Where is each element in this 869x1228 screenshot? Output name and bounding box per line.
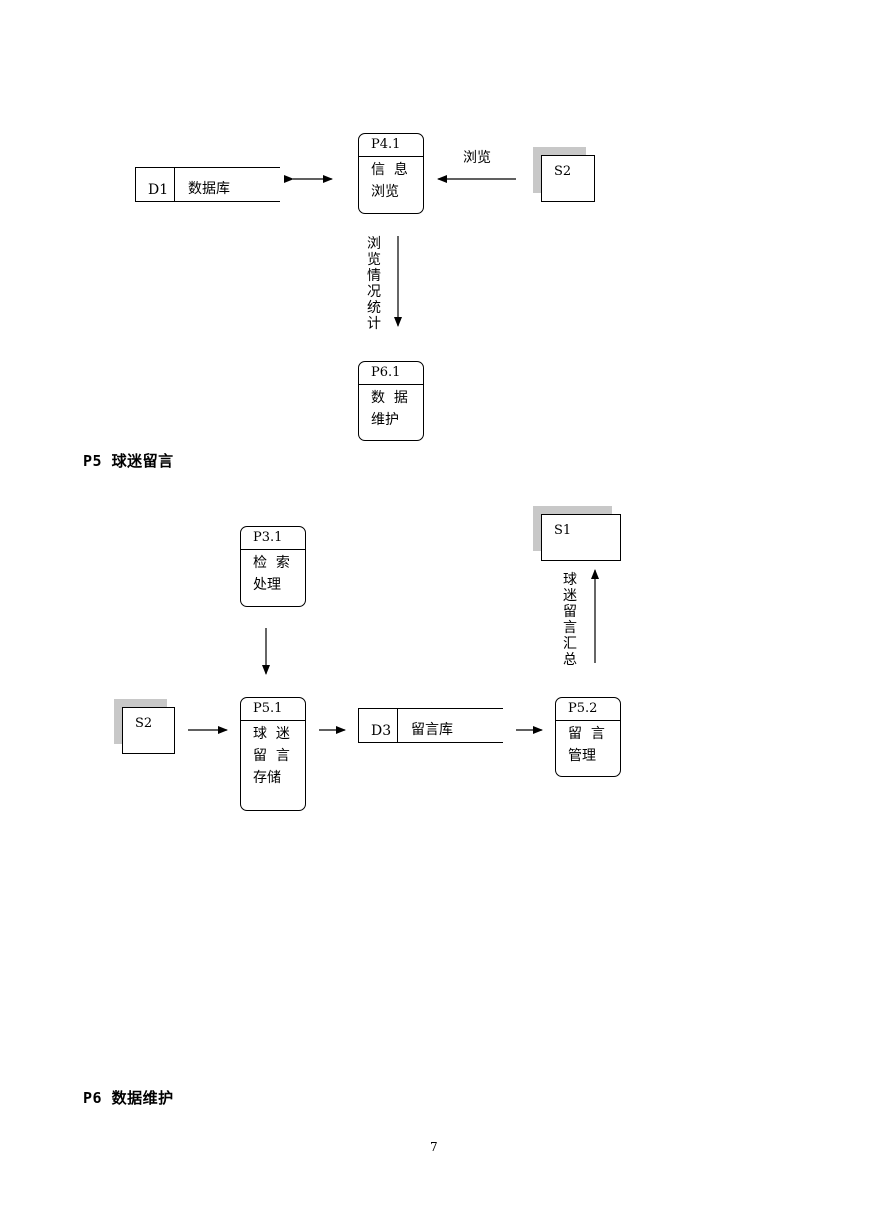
process-id: P5.2 <box>556 698 620 721</box>
store-top-line <box>358 708 503 709</box>
process-id: P6.1 <box>359 362 423 385</box>
store-bottom-line <box>135 201 280 202</box>
store-left-line <box>135 167 136 202</box>
process-name-line-2: 浏览 <box>371 184 399 200</box>
store-left-line <box>358 708 359 743</box>
process-name-line-2: 管理 <box>568 748 596 764</box>
entity-id: S1 <box>554 523 572 538</box>
process-name-line-1: 信 息 <box>371 162 408 178</box>
process-p6-1: P6.1 数 据 维护 <box>358 361 424 441</box>
section-heading-p5: P5 球迷留言 <box>83 452 174 470</box>
section-heading-p6: P6 数据维护 <box>83 1089 174 1107</box>
process-id: P3.1 <box>241 527 305 550</box>
process-name-line-1: 检 索 <box>253 555 290 571</box>
store-divider-line <box>397 708 398 743</box>
process-p5-2: P5.2 留 言 管理 <box>555 697 621 777</box>
flow-label-browse: 浏览 <box>463 150 491 166</box>
process-name-line-2: 留 言 <box>253 748 290 764</box>
process-p5-1: P5.1 球 迷 留 言 存储 <box>240 697 306 811</box>
flow-label-fan-message-summary: 球迷留言汇总 <box>563 572 577 668</box>
process-id: P5.1 <box>241 698 305 721</box>
process-name-line-2: 维护 <box>371 412 399 428</box>
process-name-line-1: 留 言 <box>568 726 605 742</box>
store-id: D1 <box>148 182 169 198</box>
store-bottom-line <box>358 742 503 743</box>
entity-id: S2 <box>554 164 572 179</box>
store-top-line <box>135 167 280 168</box>
external-entity-s2: S2 <box>541 155 595 202</box>
process-name-line-2: 处理 <box>253 577 281 593</box>
process-p3-1: P3.1 检 索 处理 <box>240 526 306 607</box>
store-divider-line <box>174 167 175 202</box>
store-name: 数据库 <box>188 181 230 197</box>
process-name-line-1: 球 迷 <box>253 726 290 742</box>
flow-label-browse-stats: 浏览情况统计 <box>367 236 381 332</box>
process-p4-1: P4.1 信 息 浏览 <box>358 133 424 214</box>
process-name-line-3: 存储 <box>253 770 281 786</box>
external-entity-s2: S2 <box>122 707 175 754</box>
process-name-line-1: 数 据 <box>371 390 408 406</box>
entity-id: S2 <box>135 716 153 731</box>
store-name: 留言库 <box>411 722 453 738</box>
process-id: P4.1 <box>359 134 423 157</box>
store-id: D3 <box>371 723 392 739</box>
external-entity-s1: S1 <box>541 514 621 561</box>
page-number: 7 <box>430 1140 438 1154</box>
